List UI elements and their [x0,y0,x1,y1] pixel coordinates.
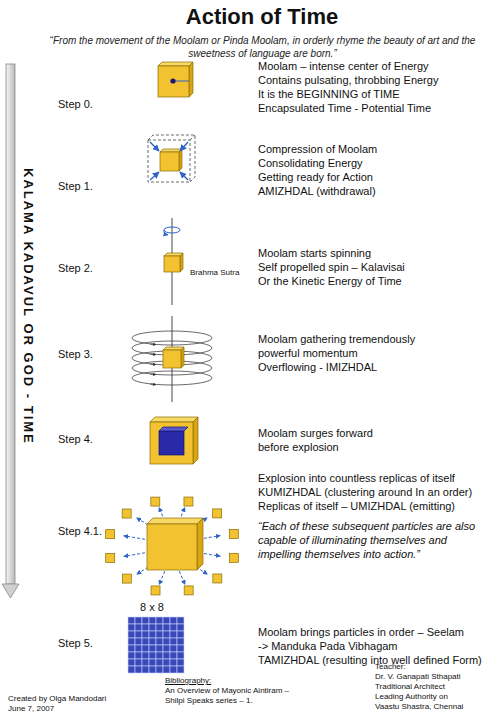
step-text: powerful momentum [258,347,358,360]
diagram-title: Action of Time [12,4,500,30]
axis-label: KALAMA KADAVUL OR GOD - TIME [20,168,36,445]
teacher-text: Vaastu Shastra, Chennai [375,702,463,712]
step-text: Moolam gathering tremendously [258,333,415,346]
step-text: Moolam brings particles in order – Seela… [258,626,464,639]
compression-cube [148,135,195,182]
step-text: Contains pulsating, throbbing Energy [258,74,438,87]
step-text: Getting ready for Action [258,171,373,184]
moolam-cube [158,62,193,97]
bibliography-heading: Bibliography: [165,676,211,686]
manduka-grid [128,617,184,673]
step-text: Explosion into countless replicas of its… [258,472,455,485]
step-text: Self propelled spin – Kalavisai [258,261,405,274]
teacher-text: Leading Authority on [375,692,448,702]
credit-text: Created by Olga Mandodari [8,694,106,704]
step-text: AMIZHDAL (withdrawal) [258,185,376,198]
step-text: It is the BEGINNING of TIME [258,88,400,101]
step-text: Or the Kinetic Energy of Time [258,275,402,288]
step-label: Step 4. [58,433,93,446]
bibliography-text: An Overview of Mayonic Aintiram – [165,686,289,696]
teacher-heading: Teacher: [375,662,406,672]
step-text: -> Manduka Pada Vibhagam [258,640,398,653]
time-arrow [2,64,19,598]
step-text: Moolam – intense center of Energy [258,60,429,73]
step-text: Moolam starts spinning [258,247,371,260]
grid-label: 8 x 8 [140,601,164,614]
explosion [106,497,239,595]
step-text: TAMIZHDAL (resulting into well defined F… [258,654,482,667]
step-text: Overflowing - IMIZHDAL [258,361,377,374]
teacher-text: Dr. V. Ganapati Sthapati [375,672,461,682]
step-text: Replicas of itself – UMIZHDAL (emitting) [258,500,455,513]
teacher-text: Traditional Architect [375,682,445,692]
step-label: Step 4.1. [58,525,102,538]
step-text: Moolam surges forward [258,427,373,440]
surging-cube [150,417,198,464]
step-text: Encapsulated Time - Potential Time [258,102,431,115]
step-text: Compression of Moolam [258,143,377,156]
step-label: Step 0. [58,98,93,111]
step-label: Step 5. [58,637,93,650]
bibliography-text: Shilpi Speaks series – 1. [165,696,253,706]
step-label: Step 1. [58,180,93,193]
part-label: Brahma Sutra [190,268,239,278]
step-label: Step 2. [58,262,93,275]
quote: “From the movement of the Moolam or Pind… [40,35,485,60]
step-text: before explosion [258,441,339,454]
quote-note: “Each of these subsequent particles are … [258,520,490,561]
step-text: KUMIZHDAL (clustering around In an order… [258,486,472,499]
step-text: Consolidating Energy [258,157,363,170]
spinning-moolam [164,218,183,305]
momentum-rings [132,316,212,402]
step-label: Step 3. [58,348,93,361]
credit-text: June 7, 2007 [8,704,54,714]
